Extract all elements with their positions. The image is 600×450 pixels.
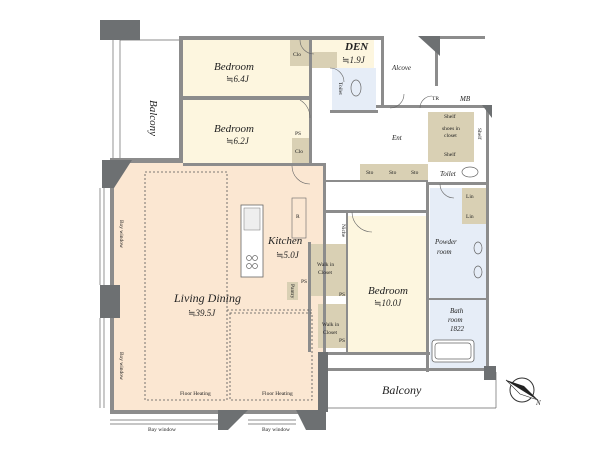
bay-window-label-left-2: Bay window — [118, 352, 124, 380]
bedroom3-area: ≒10.0J — [374, 298, 402, 308]
bedroom3-name: Bedroom — [368, 285, 408, 297]
pantry-block — [287, 282, 298, 300]
walkin1-line2: Closet — [318, 270, 333, 276]
toilet1-label: Toilet — [337, 82, 343, 95]
bedroom1-floor — [183, 40, 309, 96]
clo-label-2: Clo — [295, 149, 303, 155]
ps-label-2: PS — [339, 292, 345, 298]
niche-label: Niche — [340, 224, 346, 238]
den-area: ≒1.9J — [342, 55, 366, 65]
sink-1 — [473, 241, 483, 255]
toilet1-floor — [332, 68, 376, 110]
bay-window-label-left-1: Bay window — [118, 220, 124, 248]
bay-window-label-bottom-2: Bay window — [262, 427, 290, 433]
toilet1-fixture — [350, 79, 362, 97]
kitchen-island — [240, 204, 264, 278]
bay-window-label-bottom-1: Bay window — [148, 427, 176, 433]
walkin-closet1-floor — [310, 244, 346, 296]
bathtub — [431, 339, 475, 363]
compass-n: N — [535, 399, 541, 407]
bedroom2-floor — [183, 100, 309, 163]
pillars — [100, 20, 496, 430]
refrigerator-label: R — [296, 214, 300, 220]
ps-label-1: PS — [295, 131, 301, 137]
bedroom2-name: Bedroom — [214, 123, 254, 135]
kitchen-name: Kitchen — [267, 235, 303, 247]
shoes-closet-line1: shoes in — [442, 126, 460, 132]
ps-label-4: PS — [301, 279, 307, 285]
powder-room-line1: Powder — [434, 238, 457, 246]
floor-heating-label-1: Floor Heating — [180, 391, 211, 397]
living-dining-name: Living Dining — [173, 291, 241, 305]
storage-strip — [360, 164, 428, 180]
den-closet — [312, 52, 337, 68]
closet-bedroom1 — [290, 40, 309, 66]
bath-room-line2: room — [448, 316, 463, 324]
sto-label-2: Sto — [389, 170, 397, 176]
linen-block — [462, 188, 486, 224]
walkin1-line1: Walk in — [317, 262, 334, 268]
shelf-label-3: Shelf — [476, 128, 483, 140]
shoes-closet-block — [428, 112, 474, 162]
alcove-label: Alcove — [391, 64, 411, 72]
balcony-left-label: Balcony — [147, 100, 159, 136]
balcony-left — [112, 39, 181, 170]
bedroom1-name: Bedroom — [214, 61, 254, 73]
bedroom3-floor — [347, 216, 427, 352]
sink-2 — [473, 265, 483, 279]
walkin2-line2: Closet — [323, 330, 338, 336]
toilet2-fixture — [461, 166, 479, 178]
sto-label-3: Sto — [411, 170, 419, 176]
balcony-bottom-label: Balcony — [382, 383, 422, 397]
toilet2-label: Toilet — [440, 170, 457, 178]
lin-label-1: Lin — [466, 194, 474, 200]
shoes-closet-line2: closet — [444, 133, 457, 139]
kitchen-counter — [291, 197, 307, 239]
bay-windows — [99, 188, 296, 425]
clo-label-1: Clo — [293, 52, 301, 58]
bath-room-line3: 1822 — [450, 325, 465, 333]
bath-room-line1: Bath — [450, 307, 464, 315]
living-dining-area: ≒39.5J — [188, 308, 216, 318]
kitchen-area: ≒5.0J — [276, 250, 300, 260]
pantry-label: Pantry — [289, 284, 295, 299]
entrance-label: Ent — [391, 134, 403, 142]
shelf-label-1: Shelf — [444, 113, 456, 120]
den-name: DEN — [344, 41, 369, 53]
sto-label-1: Sto — [366, 170, 374, 176]
powder-room-line2: room — [437, 248, 452, 256]
shelf-label-2: Shelf — [444, 151, 456, 158]
walkin2-line1: Walk in — [322, 322, 339, 328]
mb-label: MB — [459, 95, 471, 103]
doors — [291, 39, 455, 233]
compass-icon: N — [505, 377, 541, 407]
bedroom1-area: ≒6.4J — [226, 74, 250, 84]
bedroom2-area: ≒6.2J — [226, 136, 250, 146]
floor-heating-label-2: Floor Heating — [262, 391, 293, 397]
ps-label-3: PS — [339, 338, 345, 344]
floor-heating-zones — [144, 171, 313, 401]
tr-label: TR — [432, 96, 439, 102]
closet-bedroom2 — [292, 138, 309, 163]
lin-label-2: Lin — [466, 214, 474, 220]
balcony-bottom — [328, 372, 497, 409]
